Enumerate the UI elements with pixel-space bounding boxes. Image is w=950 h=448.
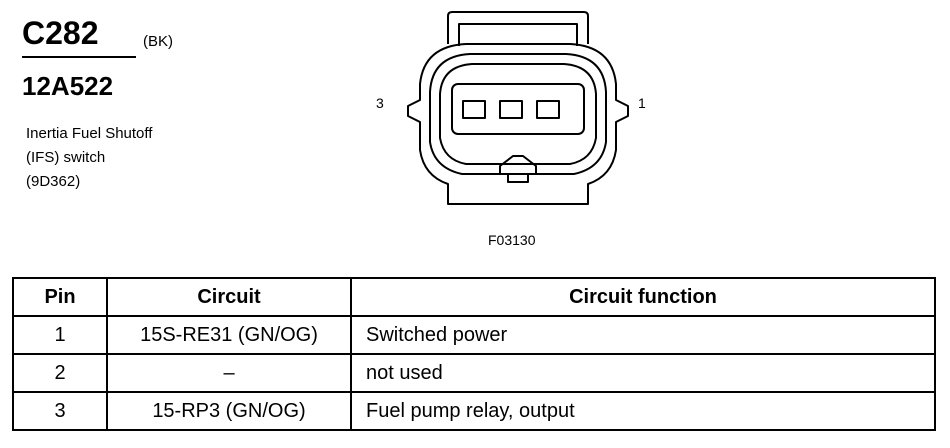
component-description-line: (IFS) switch [26,149,106,166]
circuit-cell: – [106,353,352,393]
part-number: 12A522 [22,71,114,101]
terminal-2 [499,100,523,119]
table-row: 1 15S-RE31 (GN/OG) Switched power [12,315,936,355]
connector-face-diagram [407,11,629,205]
table-header-row: Pin Circuit Circuit function [12,277,936,317]
header-pin: Pin [12,277,108,317]
latch-outer [447,11,589,44]
latch-inner [458,23,578,46]
function-cell: not used [350,353,936,393]
pin-number-label: 1 [638,95,646,111]
component-description-line: Inertia Fuel Shutoff [26,125,153,142]
connector-seal-ring [429,53,607,175]
terminal-3 [462,100,486,119]
pin-number-label: 3 [376,95,384,111]
header-circuit-function: Circuit function [350,277,936,317]
terminal-cavity [451,83,585,135]
function-cell: Switched power [350,315,936,355]
locking-tab-inner [507,174,529,183]
pin-cell: 2 [12,353,108,393]
connector-inner-rim [439,63,597,165]
table-row: 3 15-RP3 (GN/OG) Fuel pump relay, output [12,391,936,431]
function-cell: Fuel pump relay, output [350,391,936,431]
pin-cell: 3 [12,391,108,431]
pinout-table: Pin Circuit Circuit function 1 15S-RE31 … [12,277,936,431]
connector-id: C282 [22,15,99,51]
connector-outer-shell [407,43,629,205]
terminal-1 [536,100,560,119]
component-description-line: (9D362) [26,173,81,190]
locking-tab [499,155,537,174]
table-row: 2 – not used [12,353,936,393]
figure-code: F03130 [488,232,536,248]
circuit-cell: 15-RP3 (GN/OG) [106,391,352,431]
pin-cell: 1 [12,315,108,355]
header-circuit: Circuit [106,277,352,317]
connector-id-underline [22,56,136,58]
circuit-cell: 15S-RE31 (GN/OG) [106,315,352,355]
connector-color: (BK) [143,33,173,50]
